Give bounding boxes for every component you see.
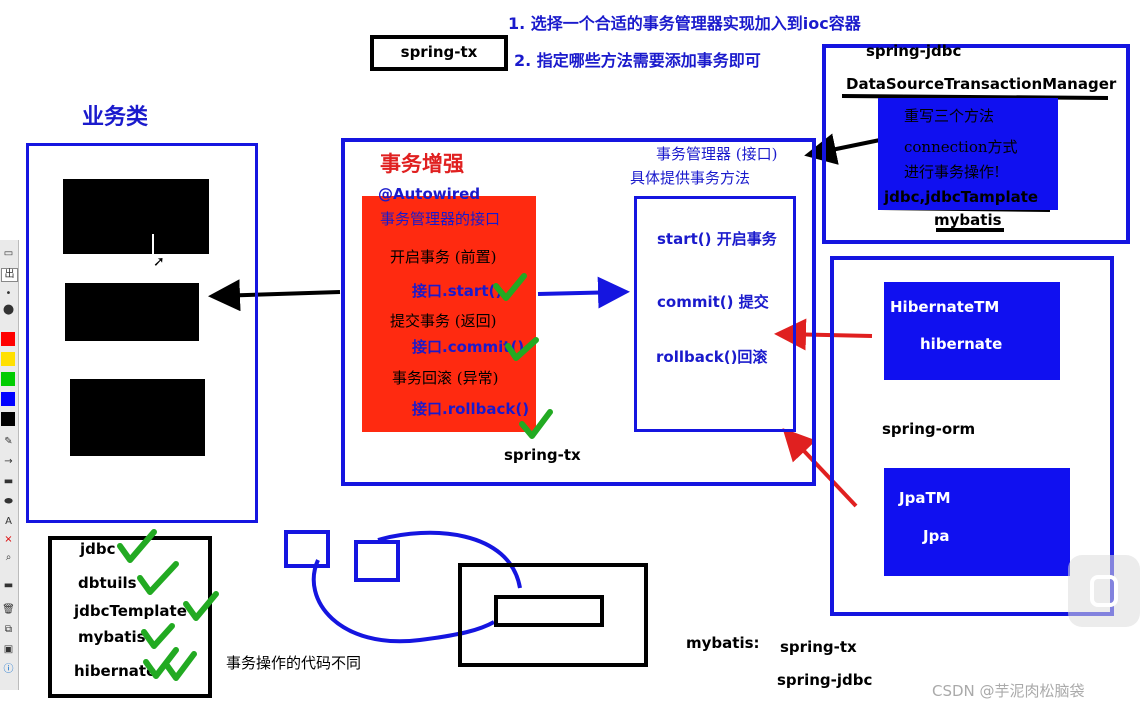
rollback-label: 事务回滚 (异常) [392, 369, 499, 387]
tx-manager-box [634, 196, 796, 432]
watermark: CSDN @芋泥肉松脑袋 [932, 682, 1085, 700]
framework-dbtuils: dbtuils [78, 574, 137, 592]
tx-manager-caption-1: 事务管理器 (接口) [656, 145, 778, 163]
jdbc-desc-3: 进行事务操作! [904, 163, 1001, 181]
arrow-to-business-class [208, 279, 341, 312]
datasource-tx-manager: DataSourceTransactionManager [846, 75, 1117, 93]
play-icon [1090, 575, 1118, 607]
jpa-tm-label: JpaTM [899, 489, 951, 507]
business-class-title: 业务类 [82, 105, 149, 130]
business-class-box: ➚ [26, 143, 258, 523]
copy-icon[interactable]: ⧉ [4, 624, 13, 635]
curve-connector-left [311, 559, 495, 644]
tx-enhance-red-panel [362, 196, 536, 432]
commit-call: 接口.commit() [412, 338, 525, 356]
interface-field: 事务管理器的接口 [380, 210, 501, 228]
inner-black-box [494, 595, 604, 627]
arrow-tool-icon[interactable]: → [4, 456, 13, 467]
commit-label: 提交事务 (返回) [390, 312, 497, 330]
trash-icon[interactable]: 🗑 [2, 604, 15, 615]
small-dot-icon[interactable]: • [5, 288, 12, 299]
note-line-2: 2. 指定哪些方法需要添加事务即可 [514, 51, 761, 70]
tx-enhance-footer: spring-tx [504, 446, 581, 464]
spring-tx-box-label: spring-tx [400, 43, 478, 61]
mybatis-dep-1: spring-tx [780, 638, 857, 656]
small-blue-box-2 [354, 540, 400, 582]
start-label: 开启事务 (前置) [390, 248, 497, 266]
method-block-3 [70, 379, 205, 456]
play-overlay-button[interactable] [1068, 555, 1140, 627]
framework-jdbc: jdbc [80, 540, 116, 558]
ellipse-tool-icon[interactable]: ⬬ [4, 496, 13, 507]
spring-tx-box: spring-tx [370, 35, 508, 71]
spring-jdbc-header: spring-jdbc [866, 42, 962, 60]
framework-hibernate: hibernate [74, 662, 157, 680]
spring-jdbc-box [822, 44, 1130, 244]
tx-manager-commit: commit() 提交 [657, 293, 769, 311]
arrow-to-tx-manager [537, 276, 630, 309]
arrow-hibernate-to-manager [774, 318, 873, 351]
arrow-jpa-to-manager [782, 428, 858, 508]
spring-orm-box [830, 256, 1114, 616]
jdbc-impl-panel [878, 98, 1058, 210]
tx-manager-start: start() 开启事务 [657, 230, 777, 248]
mybatis-deps-label: mybatis: [686, 634, 760, 652]
color-black-swatch[interactable] [1, 412, 15, 426]
color-green-swatch[interactable] [1, 372, 15, 386]
hibernate-label: hibernate [920, 335, 1003, 353]
save-icon[interactable]: ▣ [3, 644, 14, 655]
tx-enhance-title: 事务增强 [380, 151, 464, 176]
exit-tool-icon[interactable]: 出 [1, 268, 18, 282]
large-dot-icon[interactable]: ● [2, 302, 15, 317]
eraser-icon[interactable]: ✎ [4, 436, 13, 447]
mybatis-dep-2: spring-jdbc [777, 671, 873, 689]
jdbc-template-label: jdbc,jdbcTamplate [884, 188, 1039, 206]
curve-connector-right [377, 530, 522, 589]
rollback-call: 接口.rollback() [412, 400, 530, 418]
jdbc-desc-2: connection方式 [904, 138, 1018, 156]
framework-mybatis: mybatis [78, 628, 146, 646]
text-tool-icon[interactable]: A [5, 516, 12, 527]
info-icon[interactable]: ⓘ [3, 664, 14, 675]
jdbc-mybatis-label: mybatis [934, 211, 1002, 229]
rect-tool-icon[interactable]: ▬ [3, 476, 14, 487]
tx-manager-caption-2: 具体提供事务方法 [630, 169, 751, 187]
jdbc-desc-1: 重写三个方法 [904, 107, 995, 125]
method-block-1 [63, 179, 209, 254]
outer-black-box [458, 563, 648, 667]
drawing-toolbar: ▭ 出 • ● ✎ → ▬ ⬬ A × ⌕ ▬ 🗑 ⧉ ▣ ⓘ [0, 240, 19, 690]
color-yellow-swatch[interactable] [1, 352, 15, 366]
hibernate-tm-panel: HibernateTM hibernate [884, 282, 1060, 380]
line-width-icon[interactable]: ▬ [3, 580, 14, 591]
text-cursor [152, 234, 154, 256]
close-icon[interactable]: × [4, 534, 13, 545]
method-block-2 [65, 283, 199, 341]
color-red-swatch[interactable] [1, 332, 15, 346]
jpa-label: Jpa [923, 527, 950, 545]
zoom-icon[interactable]: ⌕ [5, 552, 12, 563]
framework-jdbctemplate: jdbcTemplate [74, 602, 187, 620]
spring-orm-label: spring-orm [882, 420, 976, 438]
autowired-annotation: @Autowired [378, 185, 481, 203]
color-blue-swatch[interactable] [1, 392, 15, 406]
hibernate-tm-label: HibernateTM [890, 298, 1000, 316]
start-call: 接口.start() [412, 282, 503, 300]
jpa-tm-panel: JpaTM Jpa [884, 468, 1070, 576]
small-blue-box-1 [284, 530, 330, 568]
mouse-pointer-icon: ➚ [153, 254, 165, 270]
underline-class-name [841, 94, 1109, 100]
note-line-1: 1. 选择一个合适的事务管理器实现加入到ioc容器 [508, 14, 861, 33]
select-tool-icon[interactable]: ▭ [3, 248, 14, 259]
tx-manager-rollback: rollback()回滚 [656, 348, 768, 366]
note-code-diff: 事务操作的代码不同 [226, 654, 362, 672]
tx-enhance-box [341, 138, 816, 486]
